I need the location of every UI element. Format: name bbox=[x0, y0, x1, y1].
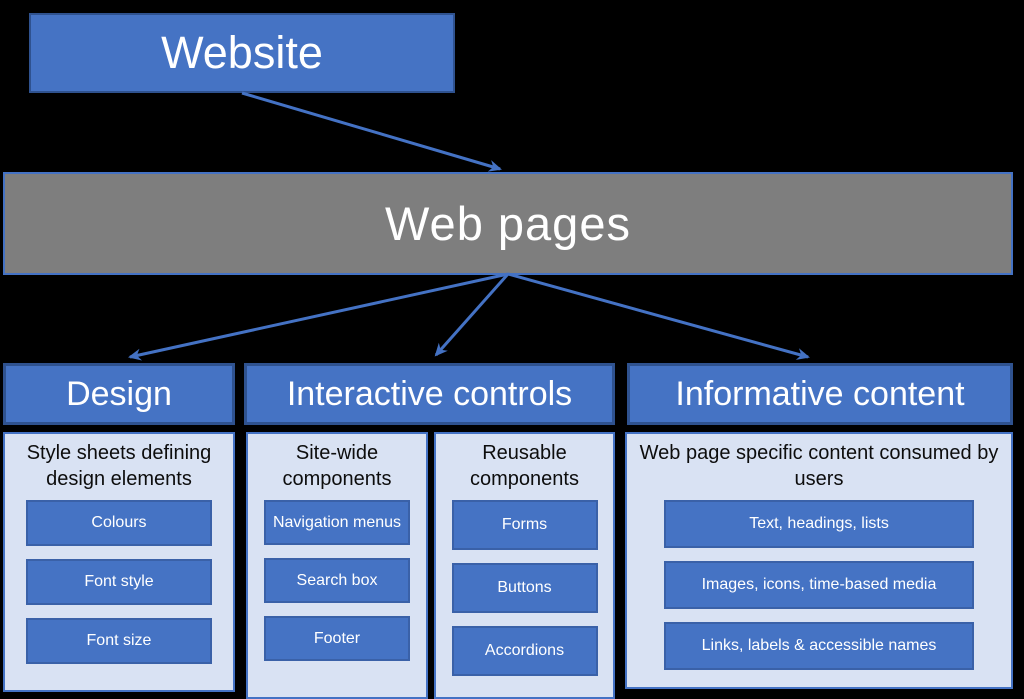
web-pages-node: Web pages bbox=[3, 172, 1013, 275]
item-text-headings-lists: Text, headings, lists bbox=[664, 500, 974, 548]
informative-panel-items: Text, headings, lists Images, icons, tim… bbox=[664, 500, 974, 670]
informative-content-panel: Web page specific content consumed by us… bbox=[625, 432, 1013, 689]
design-panel: Style sheets defining design elements Co… bbox=[3, 432, 235, 692]
interactive-controls-header-label: Interactive controls bbox=[286, 374, 573, 413]
item-links-labels-names: Links, labels & accessible names bbox=[664, 622, 974, 670]
website-node: Website bbox=[29, 13, 455, 93]
design-panel-items: Colours Font style Font size bbox=[26, 500, 212, 664]
interactive-controls-header: Interactive controls bbox=[244, 363, 615, 425]
site-wide-panel-title: Site-wide components bbox=[282, 442, 392, 490]
informative-panel-title: Web page specific content consumed by us… bbox=[639, 442, 999, 490]
site-wide-components-panel: Site-wide components Navigation menus Se… bbox=[246, 432, 428, 699]
item-images-icons-media: Images, icons, time-based media bbox=[664, 561, 974, 609]
reusable-panel-title: Reusable components bbox=[470, 442, 579, 490]
item-colours: Colours bbox=[26, 500, 212, 546]
design-panel-title: Style sheets defining design elements bbox=[26, 442, 212, 490]
item-buttons: Buttons bbox=[451, 563, 598, 613]
arrow-webpages-to-design bbox=[128, 272, 509, 361]
item-forms: Forms bbox=[451, 500, 598, 550]
informative-content-header-label: Informative content bbox=[675, 374, 965, 413]
arrow-website-to-webpages bbox=[241, 91, 502, 172]
web-pages-node-label: Web pages bbox=[385, 197, 631, 250]
website-node-label: Website bbox=[161, 27, 323, 78]
reusable-panel-items: Forms Buttons Accordions bbox=[451, 500, 598, 676]
item-navigation-menus: Navigation menus bbox=[264, 500, 410, 545]
design-header-label: Design bbox=[66, 374, 172, 413]
informative-content-header: Informative content bbox=[627, 363, 1013, 425]
arrow-webpages-to-informative bbox=[507, 272, 810, 360]
reusable-components-panel: Reusable components Forms Buttons Accord… bbox=[434, 432, 615, 699]
item-font-style: Font style bbox=[26, 559, 212, 605]
arrow-webpages-to-interactive bbox=[434, 273, 510, 357]
item-accordions: Accordions bbox=[451, 626, 598, 676]
item-font-size: Font size bbox=[26, 618, 212, 664]
design-header: Design bbox=[3, 363, 235, 425]
site-wide-panel-items: Navigation menus Search box Footer bbox=[264, 500, 410, 661]
item-footer: Footer bbox=[264, 616, 410, 661]
item-search-box: Search box bbox=[264, 558, 410, 603]
